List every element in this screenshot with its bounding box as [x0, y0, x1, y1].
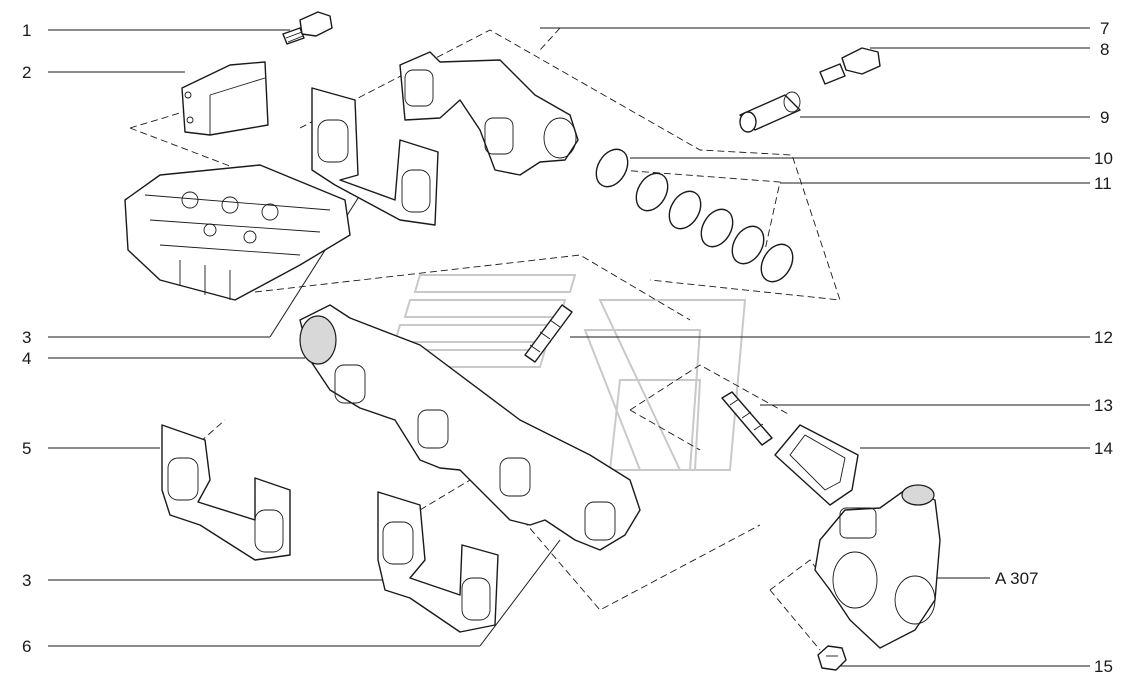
callout-12: 12 [1094, 328, 1113, 347]
callout-1: 1 [22, 21, 31, 40]
callout-14: 14 [1094, 439, 1113, 458]
callout-5: 5 [22, 439, 31, 458]
gasket-part-5 [161, 424, 291, 561]
exhaust-manifold-part-4 [299, 304, 641, 551]
callout-7: 7 [1100, 19, 1109, 38]
callout-8: 8 [1100, 40, 1109, 59]
callout-2: 2 [22, 63, 31, 82]
stud-part-13 [721, 391, 773, 446]
exhaust-pipe-part-7 [399, 51, 579, 176]
seal-rings-part-10-11 [595, 148, 794, 283]
bolt-part-8 [819, 47, 881, 85]
sleeve-part-9 [739, 91, 801, 133]
gasket-part-3-upper [311, 87, 439, 226]
turbocharger-a307 [814, 484, 941, 649]
callout-13: 13 [1094, 396, 1113, 415]
callout-6: 6 [22, 637, 31, 656]
callout-a307: A 307 [995, 569, 1039, 588]
nut-part-15 [817, 645, 847, 671]
heat-shield-part-2 [181, 61, 269, 136]
cylinder-head [124, 164, 351, 301]
bolt-part-1 [282, 11, 333, 45]
callout-9: 9 [1100, 108, 1109, 127]
callout-3-lower: 3 [22, 571, 31, 590]
turbo-gasket-part-14 [774, 424, 859, 506]
gasket-part-3-lower [377, 491, 499, 633]
leader-lines [48, 27, 1090, 667]
callout-15: 15 [1094, 657, 1113, 676]
callout-11: 11 [1094, 174, 1112, 193]
callouts-right: 7 8 9 10 11 12 13 14 A 307 15 [995, 19, 1113, 676]
callout-4: 4 [22, 349, 31, 368]
stud-part-12 [524, 304, 573, 363]
callouts-left: 1 2 3 4 5 3 6 [22, 21, 31, 656]
callout-10: 10 [1094, 149, 1113, 168]
callout-3-upper: 3 [22, 328, 31, 347]
